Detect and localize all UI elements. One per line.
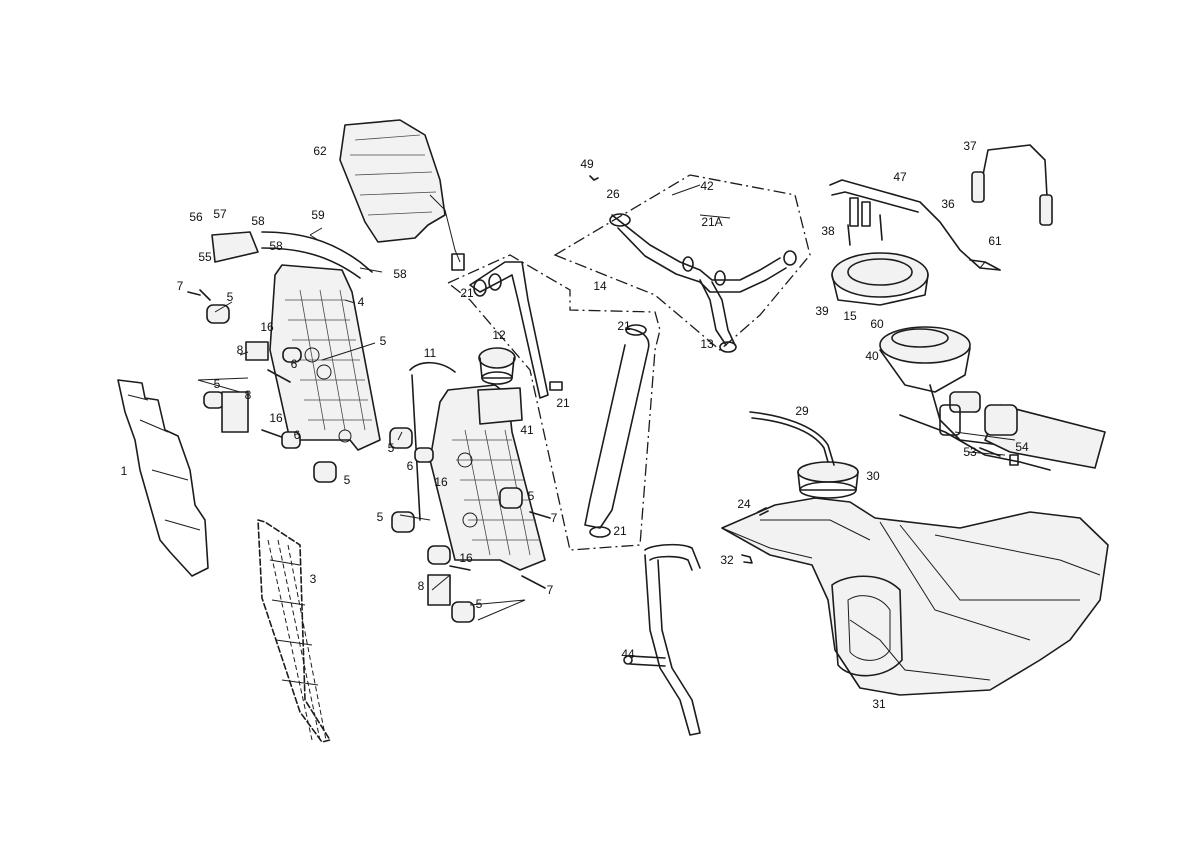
callout-5c: 5	[214, 377, 221, 391]
callout-4: 4	[358, 295, 365, 309]
callout-58c: 58	[393, 267, 407, 281]
callout-7b: 7	[551, 511, 558, 525]
callout-numbers: 62 49 26 42 21A 14 47 37 36 38 61 39 15 …	[121, 139, 1029, 711]
callout-38: 38	[821, 224, 835, 238]
callout-5h: 5	[476, 597, 483, 611]
callout-14: 14	[593, 279, 607, 293]
callout-16a: 16	[260, 320, 274, 334]
callout-16b: 16	[269, 411, 283, 425]
callout-7a: 7	[177, 279, 184, 293]
callout-58b: 58	[269, 239, 283, 253]
callout-62: 62	[313, 144, 327, 158]
fuel-pump-part-40	[879, 326, 1106, 471]
callout-5e: 5	[388, 441, 395, 455]
callout-5a: 5	[227, 290, 234, 304]
callout-54: 54	[1015, 440, 1029, 454]
callout-30: 30	[866, 469, 880, 483]
callout-6b: 6	[294, 428, 301, 442]
callout-44: 44	[621, 647, 635, 661]
hose-kit-part-42	[553, 174, 811, 353]
callout-5b: 5	[380, 334, 387, 348]
callout-8a: 8	[237, 343, 244, 357]
filler-cap-part-30	[749, 411, 859, 499]
callout-6c: 6	[407, 459, 414, 473]
callout-31: 31	[872, 697, 886, 711]
callout-47: 47	[893, 170, 907, 184]
callout-3: 3	[310, 572, 317, 586]
callout-21A: 21A	[701, 215, 722, 229]
fuel-tank-part-31	[721, 497, 1109, 696]
callout-36: 36	[941, 197, 955, 211]
callout-55: 55	[198, 250, 212, 264]
callout-5g: 5	[377, 510, 384, 524]
callout-8b: 8	[245, 388, 252, 402]
callout-59: 59	[311, 208, 325, 222]
callout-32: 32	[720, 553, 734, 567]
callout-6a: 6	[291, 357, 298, 371]
callout-13: 13	[700, 337, 714, 351]
callout-24: 24	[737, 497, 751, 511]
callout-5f: 5	[528, 489, 535, 503]
breather-pipe-part-44	[623, 543, 701, 736]
overflow-hose-part-59	[211, 231, 373, 279]
callout-21a: 21	[460, 286, 474, 300]
coolant-hoses-part-14	[446, 254, 661, 551]
callout-29: 29	[795, 404, 809, 418]
callout-16c: 16	[434, 475, 448, 489]
radiator-grille-part-3	[257, 519, 331, 743]
callout-61: 61	[988, 234, 1002, 248]
radiator-cap-part-12	[478, 347, 516, 385]
callout-40: 40	[865, 349, 879, 363]
callout-41: 41	[520, 423, 534, 437]
tank-fasteners	[741, 507, 769, 564]
callout-5d: 5	[344, 473, 351, 487]
callout-11: 11	[424, 346, 437, 360]
callout-7c: 7	[547, 583, 554, 597]
left-radiator-hardware	[187, 289, 337, 483]
callout-8c: 8	[418, 579, 425, 593]
callout-16d: 16	[459, 551, 473, 565]
side-shroud-part-1	[117, 379, 209, 577]
right-radiator-hardware	[389, 361, 551, 623]
callout-53: 53	[963, 445, 977, 459]
fuel-pump-mount-assembly	[829, 144, 1053, 306]
callout-15: 15	[843, 309, 857, 323]
callout-12: 12	[492, 328, 506, 342]
left-radiator-part-4	[269, 264, 381, 451]
callout-60: 60	[870, 317, 884, 331]
callout-39: 39	[815, 304, 829, 318]
callout-58a: 58	[251, 214, 265, 228]
callout-21b: 21	[617, 319, 631, 333]
callout-57: 57	[213, 207, 227, 221]
callout-21d: 21	[613, 524, 627, 538]
callout-37: 37	[963, 139, 977, 153]
callout-49: 49	[580, 157, 594, 171]
callout-1: 1	[121, 464, 128, 478]
callout-56: 56	[189, 210, 203, 224]
callout-42: 42	[700, 179, 714, 193]
callout-leader-lines	[197, 184, 1016, 621]
right-radiator-part-41	[429, 384, 546, 571]
radiator-cover-part-62	[339, 119, 465, 271]
callout-21c: 21	[556, 396, 570, 410]
callout-26: 26	[606, 187, 620, 201]
